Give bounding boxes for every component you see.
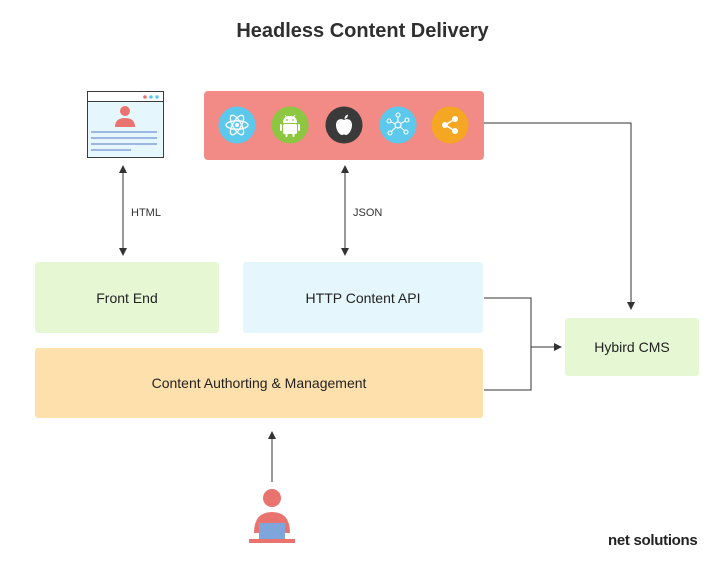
http-api-label: HTTP Content API <box>305 289 421 306</box>
brand-part1: net <box>608 532 630 549</box>
diagram-title: Headless Content Delivery <box>236 20 489 42</box>
front-end-label: Front End <box>96 289 158 306</box>
authoring-box: Content Authorting & Management <box>35 348 483 418</box>
authoring-label: Content Authorting & Management <box>151 375 367 391</box>
devices-bar <box>204 91 484 160</box>
iot-hub-icon <box>379 106 417 144</box>
html-label: HTML <box>131 207 161 219</box>
http-api-box: HTTP Content API <box>243 262 483 333</box>
api-authoring-bracket <box>484 297 532 391</box>
json-label: JSON <box>353 207 383 219</box>
browser-window-icon <box>87 91 164 158</box>
front-end-box: Front End <box>35 262 219 333</box>
brand-logo: net solutions <box>608 532 698 549</box>
devices-to-cms-connector <box>484 122 635 310</box>
apple-icon <box>325 106 363 144</box>
share-icon <box>431 106 469 144</box>
android-icon <box>271 106 309 144</box>
hybrid-cms-box: Hybird CMS <box>565 318 699 376</box>
react-icon <box>218 106 256 144</box>
user-with-laptop-icon <box>247 485 297 545</box>
brand-part2: solutions <box>633 532 698 549</box>
hybrid-cms-label: Hybird CMS <box>594 339 670 355</box>
